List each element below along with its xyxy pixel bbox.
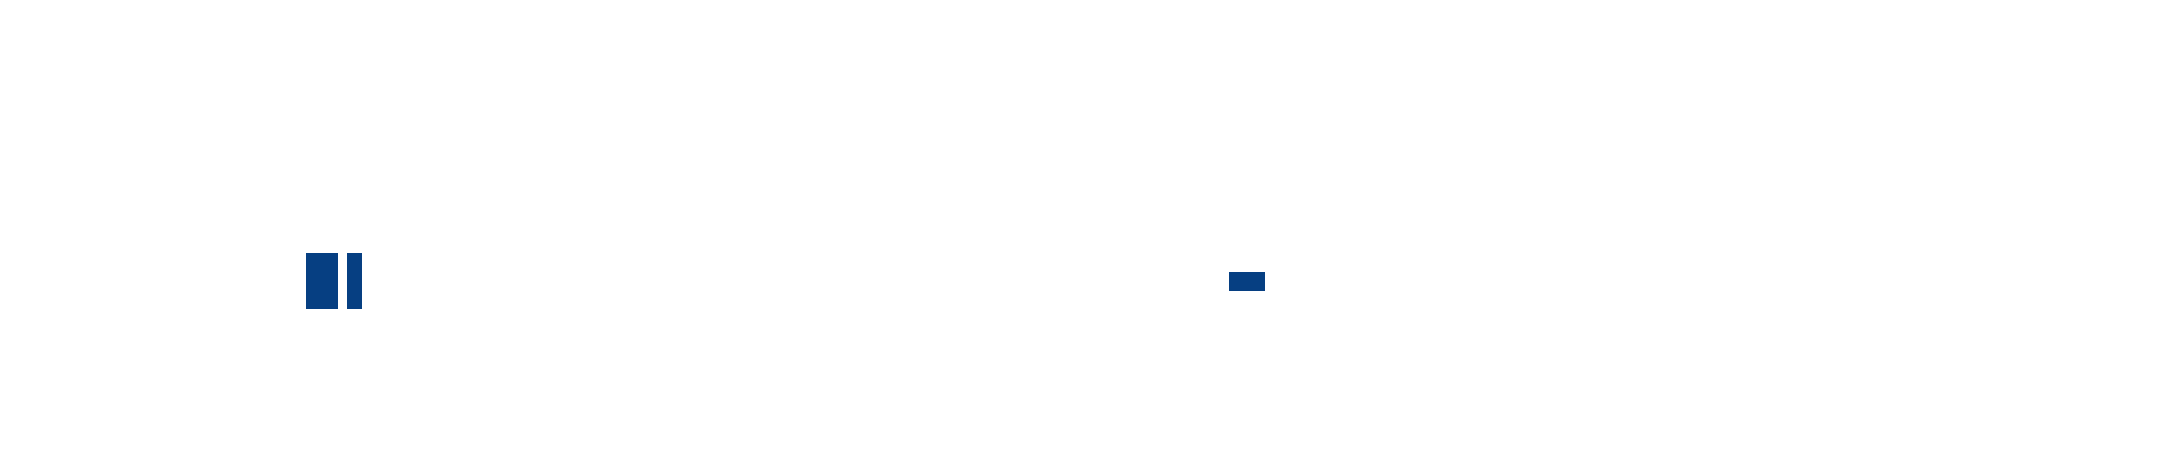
pause-icon[interactable]: [306, 253, 362, 309]
pause-bar-left: [306, 253, 338, 309]
minimize-icon[interactable]: [1229, 272, 1265, 291]
pause-bar-right: [347, 253, 362, 309]
